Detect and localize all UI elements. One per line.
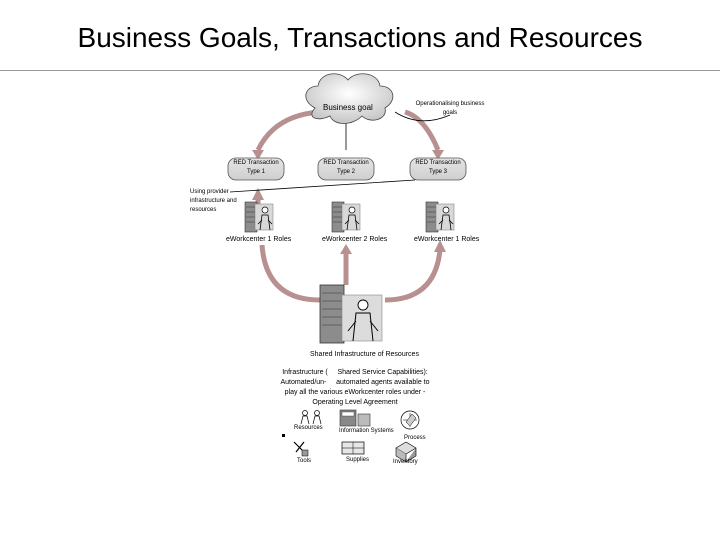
arrowhead-workcenter1: [252, 188, 264, 200]
arrow-shared-to-workcenter3: [384, 249, 443, 303]
supplies-label: Supplies: [346, 457, 370, 463]
title-divider: [0, 70, 720, 71]
transaction-2-line-2: Type 2: [336, 169, 355, 175]
connector-using-provider: [229, 179, 416, 193]
transaction-label-3: RED Transaction Type 3: [410, 159, 466, 177]
page-title: Business Goals, Transactions and Resourc…: [77, 22, 643, 53]
connector-lines: [229, 111, 451, 193]
transaction-label-2: RED Transaction Type 2: [318, 159, 374, 177]
process-label: Process: [404, 435, 426, 441]
server-person-icon: [331, 201, 361, 233]
resources-icon: [300, 410, 322, 425]
transaction-1-line-1: RED Transaction: [233, 160, 279, 166]
arrowheads: [252, 150, 446, 254]
arrow-workcenter1-to-shared: [259, 244, 321, 303]
connector-operationalising-to-cloud: [394, 111, 451, 122]
business-goal-label: Business goal: [323, 103, 373, 112]
arrowhead-workcenter3: [434, 240, 446, 252]
information-systems-icon: [339, 409, 371, 427]
tools-icon: [293, 441, 309, 457]
transaction-box-3: [409, 157, 467, 181]
transaction-3-line-2: Type 3: [428, 169, 447, 175]
inventory-icon: [395, 441, 417, 463]
transaction-box-1: [227, 157, 285, 181]
infrastructure-line-4: Operating Level Agreement: [312, 399, 398, 406]
workcenter-label-1: eWorkcenter 1 Roles: [226, 236, 292, 243]
arrowhead-type3: [432, 150, 444, 160]
operationalising-label: Operationalising business goals: [410, 100, 490, 118]
resources-label: Resources: [294, 425, 323, 431]
business-goal-cloud: [305, 73, 394, 124]
using-provider-label: Using provider infrastructure and resour…: [190, 188, 237, 215]
shared-infrastructure-icon: [319, 284, 383, 344]
infrastructure-line-1: Infrastructure ( Shared Service Capabili…: [282, 369, 428, 376]
shared-infrastructure-label: Shared Infrastructure of Resources: [310, 351, 419, 358]
bullet-marker: [282, 434, 285, 437]
transaction-boxes: [227, 157, 467, 181]
process-icon: [400, 410, 420, 430]
operationalising-line-1: Operationalising business: [415, 101, 485, 107]
information-systems-label: Information Systems: [339, 428, 394, 434]
transaction-2-line-1: RED Transaction: [323, 160, 369, 166]
inventory-label: Inventory: [393, 459, 418, 465]
arrow-goal-to-type1: [255, 109, 321, 152]
using-provider-line-2: infrastructure and: [190, 198, 237, 204]
tools-label: Tools: [297, 458, 312, 464]
server-person-icon: [244, 201, 274, 233]
arrowhead-type1: [252, 150, 264, 160]
using-provider-line-1: Using provider: [190, 189, 229, 195]
operationalising-line-2: goals: [442, 110, 458, 116]
transaction-1-line-2: Type 1: [246, 169, 265, 175]
transaction-box-2: [317, 157, 375, 181]
infrastructure-line-2: Automated/un- automated agents available…: [280, 379, 430, 386]
infrastructure-description: Infrastructure ( Shared Service Capabili…: [270, 368, 440, 408]
infrastructure-line-3: play all the various eWorkcenter roles u…: [284, 389, 426, 396]
arrowhead-workcenter2: [340, 244, 352, 254]
server-person-icon: [425, 201, 455, 233]
using-provider-line-3: resources: [190, 207, 217, 213]
transaction-3-line-1: RED Transaction: [415, 160, 461, 166]
arrow-goal-to-type3: [404, 109, 441, 151]
supplies-icon: [341, 441, 365, 455]
transaction-label-1: RED Transaction Type 1: [228, 159, 284, 177]
workcenter-label-3: eWorkcenter 1 Roles: [414, 236, 480, 243]
workcenter-label-2: eWorkcenter 2 Roles: [322, 236, 388, 243]
